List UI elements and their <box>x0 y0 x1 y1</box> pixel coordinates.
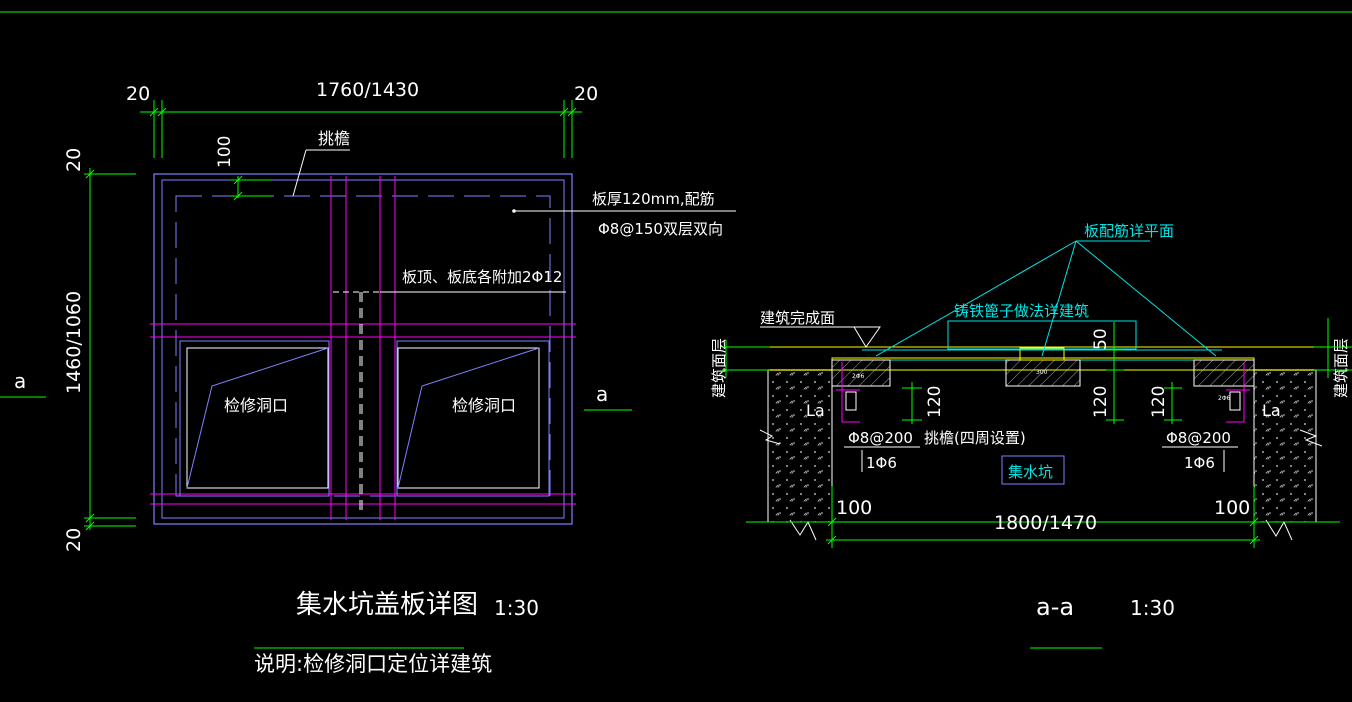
plan-dim-left-top: 20 <box>63 148 85 172</box>
dim-50: 50 <box>1091 328 1111 350</box>
bar-right: 1Φ6 <box>1184 454 1215 472</box>
dim-100-right: 100 <box>1214 497 1250 519</box>
slab-plan-leaders <box>875 240 1217 357</box>
section-cover-label: 铸铁篦子做法详建筑 <box>954 302 1089 320</box>
section-slab-plan-label: 板配筋详平面 <box>1084 222 1174 240</box>
pit-bars <box>845 391 1241 411</box>
bar-left: 1Φ6 <box>866 454 897 472</box>
plan-view: 20 1760/1430 20 20 1460/1060 20 <box>0 79 736 676</box>
small-label-1: 2Φ6 <box>852 373 865 380</box>
plan-dim-top-right: 20 <box>574 83 598 105</box>
mid-beam-top <box>1019 347 1065 361</box>
dim-120-mid: 120 <box>1091 386 1111 418</box>
small-label-2: 300 <box>1036 369 1048 376</box>
section-bottom-dimension <box>746 486 1340 548</box>
plan-note: 说明:检修洞口定位详建筑 <box>254 652 492 676</box>
soil-breaks <box>759 429 1323 541</box>
plan-left-dimension <box>84 168 136 531</box>
plan-eave-label: 挑檐 <box>318 129 350 148</box>
plan-dim-top-left: 20 <box>126 83 150 105</box>
opening-left-label: 检修洞口 <box>224 396 288 415</box>
thickness-leader-dot <box>512 209 516 213</box>
cover-note-box <box>947 320 1137 350</box>
floor-label-left: 建筑面层 <box>710 338 728 398</box>
dim-120-left: 120 <box>925 386 945 418</box>
pit-label-box <box>1001 455 1065 485</box>
dim-width: 1800/1470 <box>994 512 1097 534</box>
eave-dimension <box>230 175 272 201</box>
plan-note-thickness: 板厚120mm,配筋 <box>592 190 715 208</box>
section-mark-left: a <box>14 369 26 393</box>
eave-dashed-line <box>175 195 551 497</box>
la-left: La <box>806 401 825 420</box>
eave-leader <box>292 149 307 197</box>
rebar-left: Φ8@200 <box>848 429 913 447</box>
plan-title: 集水坑盖板详图 <box>296 590 478 620</box>
section-mark-right: a <box>596 382 608 406</box>
pit-rebar <box>836 362 1250 423</box>
floor-dim-ticks <box>722 318 1352 378</box>
right-wall <box>1253 369 1317 523</box>
left-wall <box>767 369 833 523</box>
plan-scale: 1:30 <box>494 596 539 620</box>
section-view: 2Φ6 300 2Φ6 集水坑 铸铁篦子做法详建筑 板配筋详平面 建筑完成面 <box>710 222 1352 649</box>
plan-dim-left-mid: 1460/1060 <box>63 291 85 394</box>
opening-left: 检修洞口 <box>179 340 330 497</box>
plan-additional-bars <box>333 291 394 512</box>
dim-120-right: 120 <box>1149 386 1169 418</box>
small-label-3: 2Φ6 <box>1218 395 1231 402</box>
mid-beam <box>1005 359 1081 387</box>
floor-label-right: 建筑面层 <box>1332 338 1350 398</box>
plan-note-extra: 板顶、板底各附加2Φ12 <box>402 268 562 286</box>
section-scale: 1:30 <box>1130 596 1175 620</box>
eave-note: 挑檐(四周设置) <box>924 429 1026 447</box>
rebar-right: Φ8@200 <box>1166 429 1231 447</box>
opening-right-label: 检修洞口 <box>452 396 516 415</box>
plan-dim-left-bottom: 20 <box>63 528 85 552</box>
opening-right: 检修洞口 <box>396 340 550 497</box>
bar-leaders <box>861 450 1225 472</box>
section-finish-label: 建筑完成面 <box>760 309 835 327</box>
finish-marker <box>760 326 881 348</box>
la-right: La <box>1262 401 1281 420</box>
plan-dim-100: 100 <box>215 136 235 168</box>
slab-outline-inner <box>161 179 565 519</box>
plan-beams <box>150 176 576 520</box>
section-title: a-a <box>1036 593 1074 621</box>
plan-dim-top-mid: 1760/1430 <box>316 79 419 101</box>
pit-label: 集水坑 <box>1008 463 1053 481</box>
section-vertical-dims <box>902 322 1182 424</box>
plan-note-rebar: Φ8@150双层双向 <box>598 220 723 238</box>
right-eave <box>1193 359 1255 387</box>
slab-outline-outer <box>153 173 573 525</box>
dim-100-left: 100 <box>836 497 872 519</box>
plan-top-dimension <box>140 100 582 158</box>
